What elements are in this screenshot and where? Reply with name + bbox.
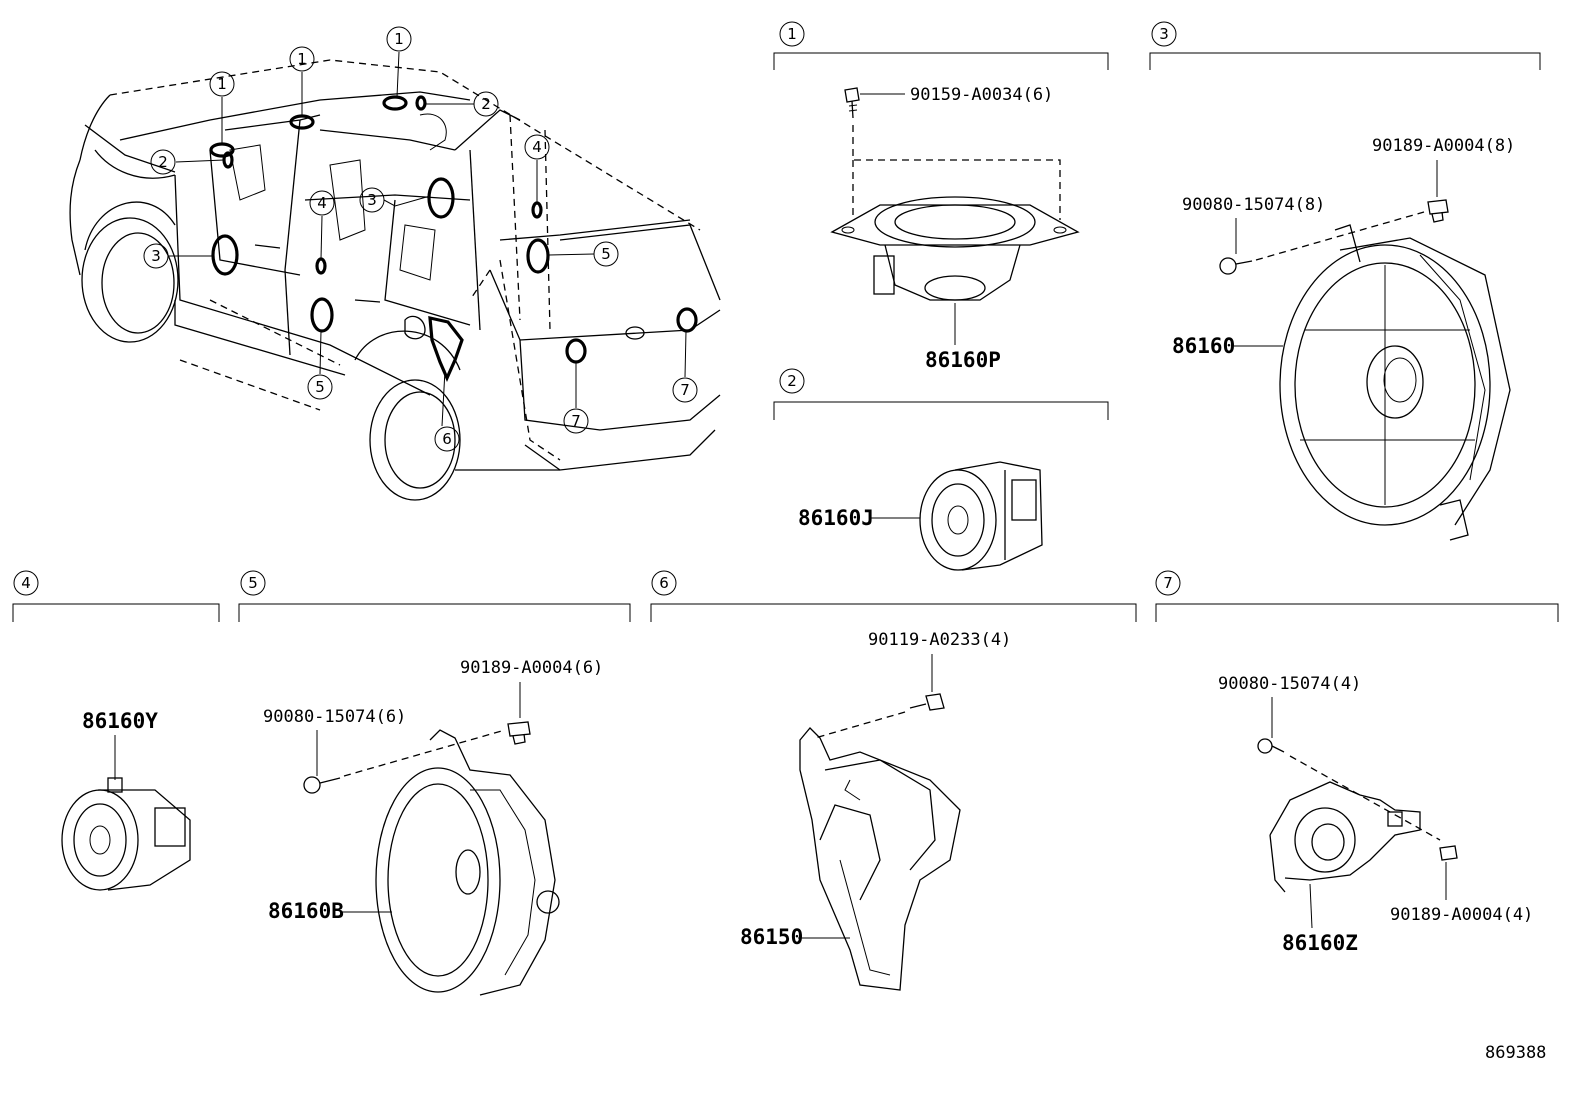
section-1-number: 1 xyxy=(787,25,797,43)
section-5-bracket xyxy=(238,603,631,622)
speaker-86160z-icon xyxy=(1269,781,1421,893)
speaker-marker-7a xyxy=(565,338,587,364)
svg-text:4: 4 xyxy=(532,138,542,156)
speaker-marker-1a xyxy=(209,142,235,158)
section-5-number: 5 xyxy=(248,574,258,592)
fastener-90189-a-label[interactable]: 90189-A0004(8) xyxy=(1372,136,1515,156)
bolt-icon xyxy=(303,776,341,794)
fastener-90119-label[interactable]: 90119-A0233(4) xyxy=(868,630,1011,650)
callout-4b[interactable]: 4 xyxy=(524,134,550,160)
section-5: 5 90189-A0004(6) 90080-15074(6) 86160B xyxy=(238,570,631,996)
figure-id: 869388 xyxy=(1485,1043,1546,1063)
callout-7b[interactable]: 7 xyxy=(672,377,698,403)
callout-7a[interactable]: 7 xyxy=(563,408,589,434)
section-1: 1 90159-A0034(6) 86160P xyxy=(773,21,1109,372)
section-4-number: 4 xyxy=(21,574,31,592)
section-3-number: 3 xyxy=(1159,25,1169,43)
section-1-bracket xyxy=(773,52,1109,70)
svg-text:1: 1 xyxy=(217,75,227,93)
section-2-number: 2 xyxy=(787,372,797,390)
section-7: 7 90080-15074(4) 90189-A0004(4) 86160Z xyxy=(1155,570,1559,955)
callout-1b[interactable]: 1 xyxy=(289,46,315,72)
svg-text:5: 5 xyxy=(315,378,325,396)
svg-text:1: 1 xyxy=(297,50,307,68)
callout-4a[interactable]: 4 xyxy=(309,190,335,216)
section-4-bracket xyxy=(12,603,220,622)
clip-nut-icon xyxy=(1439,845,1458,861)
part-86160b-label[interactable]: 86160B xyxy=(268,899,344,923)
fastener-90159-label[interactable]: 90159-A0034(6) xyxy=(910,85,1053,105)
section-7-bracket xyxy=(1155,603,1559,622)
svg-text:3: 3 xyxy=(151,247,161,265)
speaker-86160-icon xyxy=(1279,224,1511,541)
speaker-86160b-icon xyxy=(375,729,560,996)
callout-2b[interactable]: 2 xyxy=(473,91,499,117)
callout-1c[interactable]: 1 xyxy=(386,26,412,52)
bolt-icon xyxy=(1219,257,1253,275)
fastener-90189-c-label[interactable]: 90189-A0004(4) xyxy=(1390,905,1533,925)
clip-nut-icon xyxy=(1427,199,1449,223)
callout-1a[interactable]: 1 xyxy=(209,71,235,97)
section-6-number: 6 xyxy=(659,574,669,592)
section-4: 4 86160Y xyxy=(12,570,220,891)
fastener-90189-b-label[interactable]: 90189-A0004(6) xyxy=(460,658,603,678)
part-86160p-label[interactable]: 86160P xyxy=(925,348,1001,372)
part-86160-label[interactable]: 86160 xyxy=(1172,334,1235,358)
svg-text:7: 7 xyxy=(571,412,581,430)
section-3: 3 90189-A0004(8) 90080-15074(8) xyxy=(1149,21,1541,541)
speaker-location-markers xyxy=(209,95,698,364)
vehicle-illustration xyxy=(69,59,721,501)
section-2: 2 86160J xyxy=(773,368,1109,571)
svg-text:2: 2 xyxy=(481,95,491,113)
fastener-90080-c-label[interactable]: 90080-15074(4) xyxy=(1218,674,1361,694)
speaker-marker-5a xyxy=(310,297,334,333)
callout-3a[interactable]: 3 xyxy=(143,243,169,269)
svg-text:7: 7 xyxy=(680,381,690,399)
fastener-90080-a-label[interactable]: 90080-15074(8) xyxy=(1182,195,1325,215)
svg-text:2: 2 xyxy=(158,153,168,171)
callout-6[interactable]: 6 xyxy=(434,426,460,452)
speaker-marker-4b xyxy=(531,201,543,219)
part-86150-label[interactable]: 86150 xyxy=(740,925,803,949)
speaker-marker-5b xyxy=(526,238,550,274)
section-6-bracket xyxy=(650,603,1137,622)
subwoofer-86150-icon xyxy=(799,727,961,991)
section-6: 6 90119-A0233(4) 86150 xyxy=(650,570,1137,991)
screw-icon xyxy=(909,693,945,711)
speaker-marker-4a xyxy=(315,257,327,275)
section-7-number: 7 xyxy=(1163,574,1173,592)
callout-2a[interactable]: 2 xyxy=(150,149,176,175)
svg-text:4: 4 xyxy=(317,194,327,212)
section-2-bracket xyxy=(773,401,1109,420)
vehicle-callout-leaders xyxy=(168,51,687,427)
callout-5b[interactable]: 5 xyxy=(593,241,619,267)
tweeter-86160j-icon xyxy=(919,461,1043,571)
part-86160z-label[interactable]: 86160Z xyxy=(1282,931,1358,955)
speaker-86160p-icon xyxy=(830,196,1080,301)
speaker-marker-3b xyxy=(427,177,455,219)
callout-3b[interactable]: 3 xyxy=(359,187,385,213)
svg-text:1: 1 xyxy=(394,30,404,48)
section-3-bracket xyxy=(1149,52,1541,70)
speaker-marker-1c xyxy=(382,95,408,111)
svg-text:6: 6 xyxy=(442,430,452,448)
part-86160y-label[interactable]: 86160Y xyxy=(82,709,158,733)
speaker-marker-1b xyxy=(289,114,315,130)
svg-text:3: 3 xyxy=(367,191,377,209)
speaker-marker-3a xyxy=(211,234,239,276)
vehicle-callouts: 1 1 1 2 2 3 3 4 4 5 5 6 7 7 xyxy=(143,26,698,452)
svg-text:5: 5 xyxy=(601,245,611,263)
speaker-marker-7b xyxy=(676,307,698,333)
clip-nut-icon xyxy=(507,721,531,745)
bolt-icon xyxy=(1257,738,1285,754)
part-86160j-label[interactable]: 86160J xyxy=(798,506,874,530)
tweeter-86160y-icon xyxy=(61,777,191,891)
screw-icon xyxy=(844,87,860,119)
callout-5a[interactable]: 5 xyxy=(307,374,333,400)
speaker-marker-2b xyxy=(415,95,427,111)
fastener-90080-b-label[interactable]: 90080-15074(6) xyxy=(263,707,406,727)
